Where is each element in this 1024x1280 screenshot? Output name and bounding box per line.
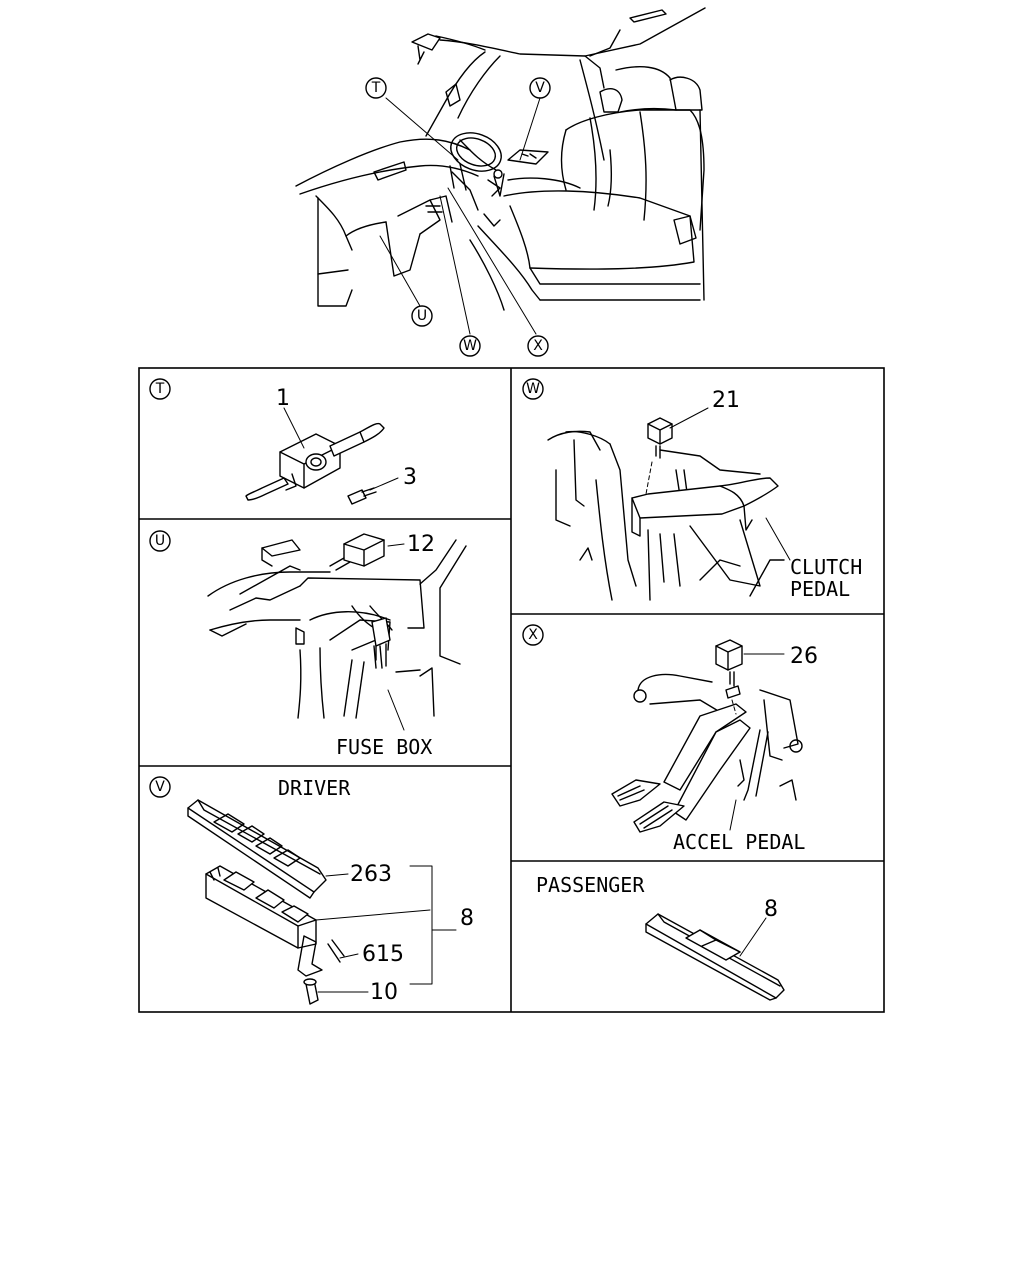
clutch-switch <box>647 417 673 459</box>
passenger-label: PASSENGER <box>536 873 645 897</box>
screw <box>347 487 377 505</box>
panel-w: W 21 CLUTCH PEDAL <box>522 378 862 601</box>
svg-text:X: X <box>533 338 543 354</box>
panel-v: V DRIVER <box>149 776 474 1005</box>
part-number-8-passenger: 8 <box>764 897 778 922</box>
panel-t: T 1 3 <box>149 378 417 505</box>
callout-w: W <box>459 335 481 357</box>
driver-label: DRIVER <box>278 776 351 800</box>
switch-screw <box>303 978 319 1005</box>
pedal-label: PEDAL <box>790 577 850 601</box>
svg-text:W: W <box>463 338 477 354</box>
panel-grid <box>138 367 885 1013</box>
accel-pedal-label: ACCEL PEDAL <box>673 830 805 854</box>
part-number-263: 263 <box>350 862 392 887</box>
panel-x-id: X <box>528 627 538 643</box>
part-number-21: 21 <box>712 388 740 413</box>
panel-t-id: T <box>155 381 165 397</box>
fuse-box-label: FUSE BOX <box>336 735 432 759</box>
svg-text:V: V <box>535 80 545 96</box>
part-number-3: 3 <box>403 465 417 490</box>
callout-t: T <box>365 77 387 99</box>
relay <box>329 533 385 571</box>
clutch-label: CLUTCH <box>790 555 862 579</box>
combination-switch <box>245 422 385 501</box>
cab-overview: T V U W X <box>295 7 706 357</box>
callout-u: U <box>411 305 433 327</box>
rear-view-mirror <box>411 33 486 65</box>
part-number-1: 1 <box>276 386 290 411</box>
callout-v: V <box>529 77 551 99</box>
part-number-26: 26 <box>790 644 818 669</box>
panel-u-id: U <box>155 533 165 549</box>
part-number-8-driver: 8 <box>460 906 474 931</box>
panel-v-id: V <box>155 779 165 795</box>
panel-u: U 12 FUSE BOX <box>149 530 467 759</box>
panel-w-id: W <box>526 381 540 397</box>
panel-passenger: PASSENGER 8 <box>536 873 785 1001</box>
svg-text:U: U <box>417 308 427 324</box>
stop-light-switch <box>715 639 743 699</box>
callout-x: X <box>527 335 549 357</box>
part-number-10: 10 <box>370 980 398 1005</box>
window-switch-bezel <box>187 799 327 899</box>
part-number-615: 615 <box>362 942 404 967</box>
switch-bracket <box>297 935 345 977</box>
part-number-12: 12 <box>407 532 435 557</box>
panel-x: X 26 ACCEL PEDAL <box>522 624 818 854</box>
passenger-window-switch <box>645 913 785 1001</box>
svg-text:T: T <box>371 80 381 96</box>
